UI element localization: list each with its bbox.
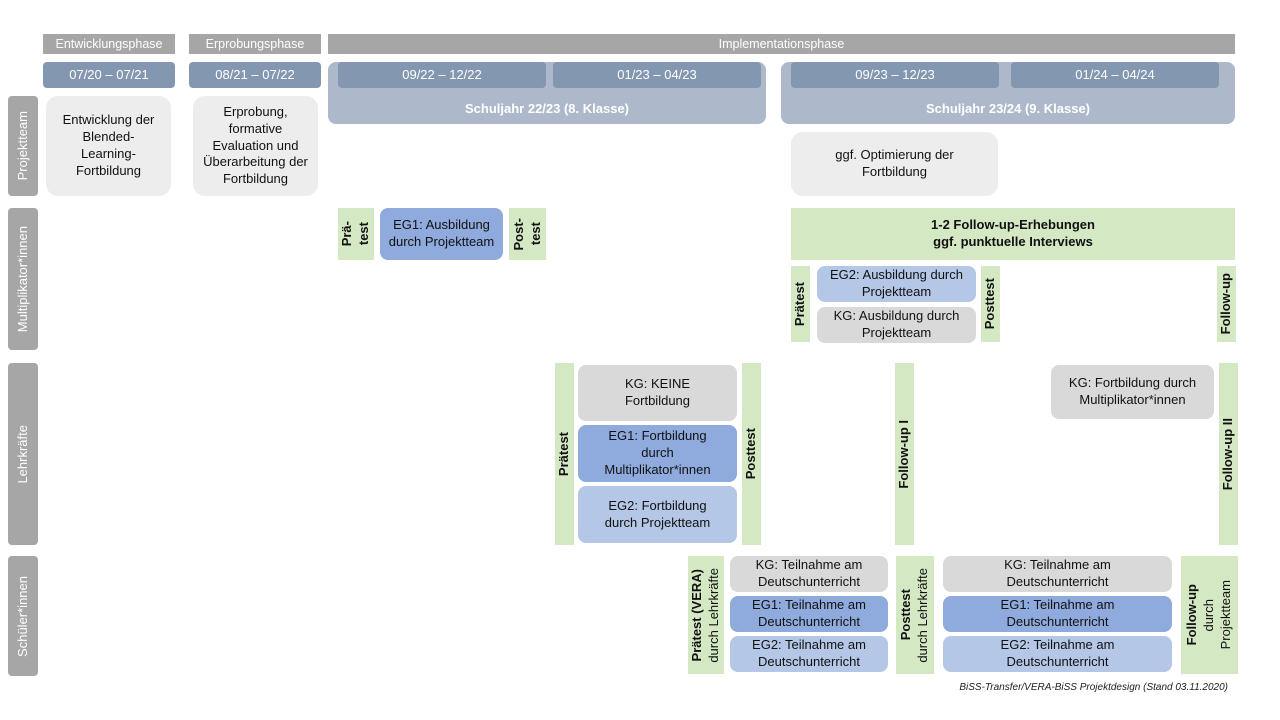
lehr-eg2: EG2: Fortbildung durch Projektteam	[578, 486, 737, 543]
lehr-kg: KG: KEINE Fortbildung	[578, 365, 737, 421]
row-label-text: Lehrkräfte	[14, 424, 30, 484]
label: Posttest	[982, 278, 998, 330]
label: Follow-up	[1184, 584, 1200, 646]
label: Follow-up I	[896, 419, 912, 489]
label: Follow-up II	[1220, 417, 1236, 491]
date-box: 01/23 – 04/23	[553, 62, 761, 88]
lehr-follow-up-2: Follow-up II	[1219, 363, 1238, 545]
multi-posttest: Post-test	[509, 208, 546, 260]
label: ggf. punktuelle Interviews	[933, 234, 1093, 249]
multi-eg2: EG2: Ausbildung durch Projektteam	[817, 266, 976, 302]
row-label-lehrkraefte: Lehrkräfte	[8, 363, 38, 545]
footer-caption: BiSS-Transfer/VERA-BiSS Projektdesign (S…	[959, 682, 1228, 693]
schueler-kg: KG: Teilnahme am Deutschunterricht	[730, 556, 888, 592]
lehr-posttest: Posttest	[742, 363, 761, 545]
row-label-projektteam: Projektteam	[8, 96, 38, 196]
schueler-eg1: EG1: Teilnahme am Deutschunterricht	[730, 596, 888, 632]
label: Prä-	[339, 221, 355, 247]
label: test	[356, 222, 371, 246]
lehr-follow-up-1: Follow-up I	[895, 363, 914, 545]
label: Prätest	[792, 281, 808, 327]
label: Post-	[510, 217, 526, 251]
schueler-eg1-2: EG1: Teilnahme am Deutschunterricht	[943, 596, 1172, 632]
lehr-kg-2: KG: Fortbildung durch Multiplikator*inne…	[1051, 365, 1214, 419]
label: durch Lehrkräfte	[915, 567, 930, 663]
date-box: 01/24 – 04/24	[1011, 62, 1219, 88]
row-label-text: Multiplikator*innen	[14, 225, 30, 333]
multi-follow-up: Follow-up	[1217, 266, 1236, 342]
schueler-kg-2: KG: Teilnahme am Deutschunterricht	[943, 556, 1172, 592]
label: durch	[1201, 598, 1217, 632]
schueler-praetest: Prätest (VERA)durch Lehrkräfte	[688, 556, 724, 674]
projektteam-entwicklung: Entwicklung der Blended-Learning-Fortbil…	[46, 96, 171, 196]
lehr-eg1: EG1: Fortbildung durch Multiplikator*inn…	[578, 425, 737, 482]
label: Follow-up	[1218, 273, 1234, 335]
date-box: 08/21 – 07/22	[189, 62, 321, 88]
phase-erprobung: Erprobungsphase	[189, 34, 321, 54]
schueler-eg2-2: EG2: Teilnahme am Deutschunterricht	[943, 636, 1172, 672]
label: Prätest (VERA)	[689, 568, 705, 662]
date-box: 07/20 – 07/21	[43, 62, 175, 88]
row-label-text: Schüler*innen	[14, 575, 30, 657]
date-box: 09/22 – 12/22	[338, 62, 546, 88]
row-label-multiplikator: Multiplikator*innen	[8, 208, 38, 350]
multi-posttest-2: Posttest	[981, 266, 1000, 342]
label: Prätest	[556, 431, 572, 477]
multi-kg: KG: Ausbildung durch Projektteam	[817, 307, 976, 343]
label: Posttest	[743, 428, 759, 480]
multi-eg1: EG1: Ausbildung durch Projektteam	[380, 208, 503, 260]
phase-implementation: Implementationsphase	[328, 34, 1235, 54]
row-label-schueler: Schüler*innen	[8, 556, 38, 676]
label: Posttest	[898, 589, 914, 641]
multi-praetest: Prä-test	[338, 208, 374, 260]
label: Projektteam	[1217, 580, 1233, 650]
label: durch Lehrkräfte	[706, 567, 721, 663]
date-box: 09/23 – 12/23	[791, 62, 999, 88]
multi-praetest-2: Prätest	[791, 266, 810, 342]
lehr-praetest: Prätest	[555, 363, 574, 545]
label: 1-2 Follow-up-Erhebungen	[931, 217, 1095, 233]
projektteam-erprobung: Erprobung, formative Evaluation und Über…	[193, 96, 318, 196]
row-label-text: Projektteam	[14, 111, 30, 181]
label: test	[527, 222, 543, 246]
schueler-eg2: EG2: Teilnahme am Deutschunterricht	[730, 636, 888, 672]
phase-entwicklung: Entwicklungsphase	[43, 34, 175, 54]
projektteam-optimierung: ggf. Optimierung der Fortbildung	[791, 132, 998, 196]
